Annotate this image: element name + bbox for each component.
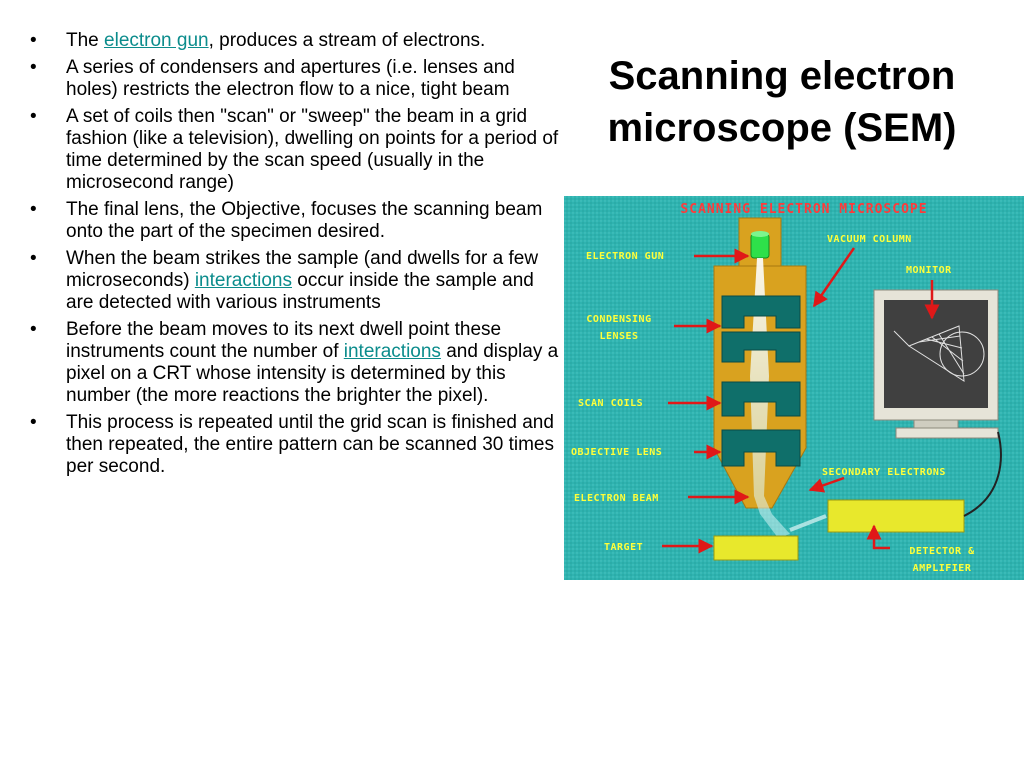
bullet-link[interactable]: interactions [343, 341, 441, 362]
bullet-item: • This process is repeated until the grid… [30, 412, 562, 478]
label-electron-beam: ELECTRON BEAM [574, 493, 659, 504]
arrow-detector [866, 524, 890, 550]
label-target: TARGET [604, 542, 643, 553]
bullet-dot: • [30, 319, 37, 340]
bullet-item: • Before the beam moves to its next dwell… [30, 319, 562, 407]
bullet-dot: • [30, 106, 37, 127]
condensing-lens-1 [721, 295, 801, 329]
bullet-dot: • [30, 30, 37, 51]
bullet-text: occur inside the sample and are detected… [66, 270, 534, 313]
bullet-dot: • [30, 199, 37, 220]
label-secondary-electrons: SECONDARY ELECTRONS [822, 467, 946, 478]
label-vacuum-column: VACUUM COLUMN [827, 234, 912, 245]
monitor [873, 289, 999, 439]
condensing-lens-2 [721, 331, 801, 363]
bullet-item: • A set of coils then "scan" or "sweep" t… [30, 106, 562, 194]
diagram-title: SCANNING ELECTRON MICROSCOPE [680, 202, 927, 217]
detector-box [827, 499, 965, 533]
bullet-text: A series of condensers and apertures (i.… [66, 57, 515, 100]
label-objective-lens: OBJECTIVE LENS [571, 447, 662, 458]
label-condensing-lenses-line1: CONDENSING [586, 314, 651, 325]
electron-gun [750, 231, 770, 259]
bullet-list: • The electron gun, produces a stream of … [30, 30, 562, 483]
scan-coils [721, 381, 801, 417]
label-detector-line1: DETECTOR & [909, 546, 975, 557]
target-box [713, 535, 799, 561]
bullet-dot: • [30, 248, 37, 269]
bullet-dot: • [30, 57, 37, 78]
bullet-text: and display a pixel on a CRT whose inten… [66, 341, 559, 406]
bullet-text: When the beam strikes the sample (and dw… [66, 248, 539, 291]
arrow-secondary-electrons [808, 476, 845, 493]
slide-title: Scanning electron microscope (SEM) [607, 54, 957, 150]
label-scan-coils: SCAN COILS [578, 398, 643, 409]
bullet-text: A set of coils then "scan" or "sweep" th… [66, 106, 559, 193]
bullet-text: Before the beam moves to its next dwell … [66, 319, 502, 362]
bullet-item: • A series of condensers and apertures (i… [30, 57, 562, 101]
label-condensing-lenses-line2: LENSES [599, 331, 638, 342]
monitor-cable [963, 431, 1002, 517]
secondary-electron-path [789, 514, 827, 532]
sem-diagram-svg: SCANNING ELECTRON MICROSCOPE [564, 196, 1024, 580]
bullet-item: • When the beam strikes the sample (and d… [30, 248, 562, 314]
bullet-link[interactable]: interactions [194, 270, 292, 291]
bullet-text: The final lens, the Objective, focuses t… [66, 199, 543, 242]
label-arrows [662, 247, 940, 554]
label-monitor: MONITOR [906, 265, 952, 276]
electron-beam [750, 258, 790, 538]
bullet-item: • The electron gun, produces a stream of … [30, 30, 562, 52]
bullet-item: • The final lens, the Objective, focuses … [30, 199, 562, 243]
bullet-link[interactable]: electron gun [104, 30, 209, 51]
objective-lens [721, 429, 801, 467]
bullet-text: This process is repeated until the grid … [66, 412, 554, 477]
sem-diagram: SCANNING ELECTRON MICROSCOPE [564, 196, 1024, 580]
bullet-text: , produces a stream of electrons. [208, 30, 486, 51]
label-detector-line2: AMPLIFIER [913, 563, 972, 574]
arrow-vacuum-column [812, 247, 856, 308]
bullet-dot: • [30, 412, 37, 433]
label-electron-gun: ELECTRON GUN [586, 251, 664, 262]
bullet-text: The [66, 30, 105, 51]
